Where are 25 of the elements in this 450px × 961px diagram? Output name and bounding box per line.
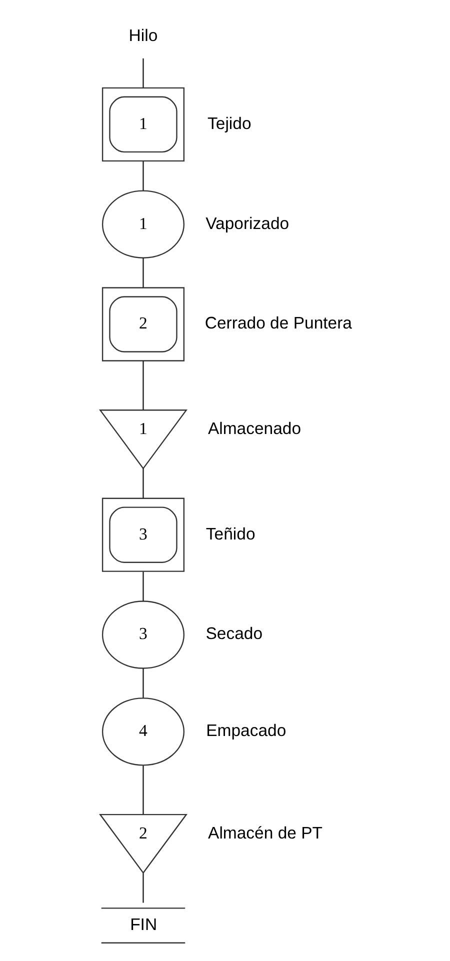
node-label: Cerrado de Puntera [204, 313, 352, 332]
node-ellipse: 3 [101, 600, 184, 668]
node-box: 3 [101, 497, 184, 572]
connector [142, 258, 144, 288]
node-label: Secado [205, 624, 262, 643]
node-box: 2 [101, 286, 184, 361]
node-ellipse: 4 [101, 697, 184, 766]
node-text: Hilo [128, 25, 158, 44]
node-label: Tejido [207, 113, 251, 132]
connector [142, 360, 144, 410]
connector [142, 58, 144, 88]
connector [142, 765, 144, 814]
node-label: Almacén de PT [208, 822, 322, 842]
node-ellipse: 1 [101, 190, 184, 258]
node-label: Vaporizado [205, 213, 289, 232]
node-label: Empacado [206, 720, 286, 740]
connector [142, 160, 144, 190]
node-box: 1 [101, 86, 184, 162]
connector [142, 468, 144, 498]
node-label: Almacenado [207, 418, 301, 438]
connector [142, 872, 144, 902]
connector [142, 668, 144, 698]
connector [142, 571, 144, 601]
node-label: Teñido [205, 524, 255, 543]
node-text: FIN [130, 914, 157, 934]
